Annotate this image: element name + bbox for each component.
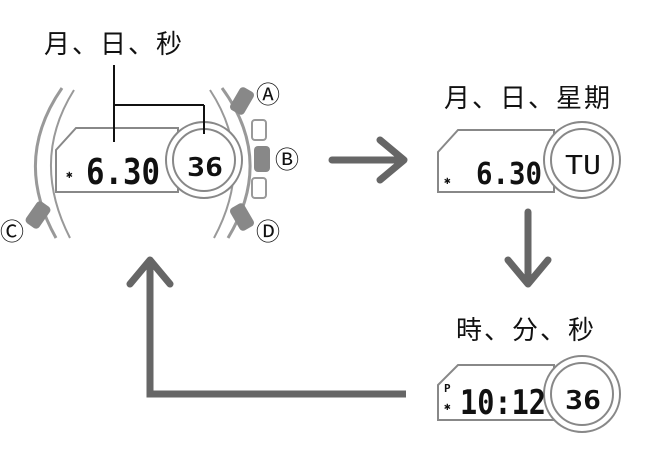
- display-state-time: P ✱ 10:12 36: [437, 355, 621, 433]
- watch-case-left-inner: [49, 89, 75, 239]
- arrow-right: [328, 136, 408, 184]
- state3-time-readout: 10:12: [460, 383, 546, 423]
- watch-guard-upper: [251, 119, 267, 141]
- pm-indicator: P: [444, 382, 451, 395]
- state2-weekday-readout: TU: [565, 151, 601, 181]
- state3-caption: 時、分、秒: [456, 316, 597, 346]
- watch-illustration: ✱ 6.30 36 Ⓐ Ⓑ Ⓒ Ⓓ: [0, 65, 299, 246]
- watch-date-readout: 6.30: [86, 152, 160, 193]
- display-state-date-weekday: ✱ 6.30 TU: [437, 121, 621, 199]
- state3-seconds-readout: 36: [565, 386, 601, 416]
- button-d-pusher[interactable]: [229, 202, 256, 233]
- watch-seconds-readout: 36: [187, 153, 223, 183]
- state3-ring-inner: [550, 362, 614, 426]
- arrow-down: [504, 208, 552, 288]
- button-c-pusher[interactable]: [24, 200, 52, 230]
- watch-case-left-outer: [33, 87, 64, 239]
- bluetooth-icon: ✱: [66, 168, 73, 181]
- watch-caption: 月、日、秒: [44, 30, 185, 60]
- button-a-label: Ⓐ: [256, 81, 280, 109]
- watch-guard-lower: [251, 177, 267, 199]
- button-d-label: Ⓓ: [256, 218, 280, 246]
- state2-caption: 月、日、星期: [444, 84, 613, 114]
- bluetooth-icon: ✱: [444, 400, 451, 413]
- state2-date-readout: 6.30: [476, 157, 542, 192]
- button-c-label: Ⓒ: [0, 218, 24, 246]
- button-b-label: Ⓑ: [275, 146, 299, 174]
- state2-ring-inner: [550, 128, 614, 192]
- bluetooth-icon: ✱: [444, 174, 451, 187]
- button-b-pusher[interactable]: [254, 146, 270, 172]
- arrow-return: [126, 256, 406, 398]
- button-a-pusher[interactable]: [229, 86, 256, 117]
